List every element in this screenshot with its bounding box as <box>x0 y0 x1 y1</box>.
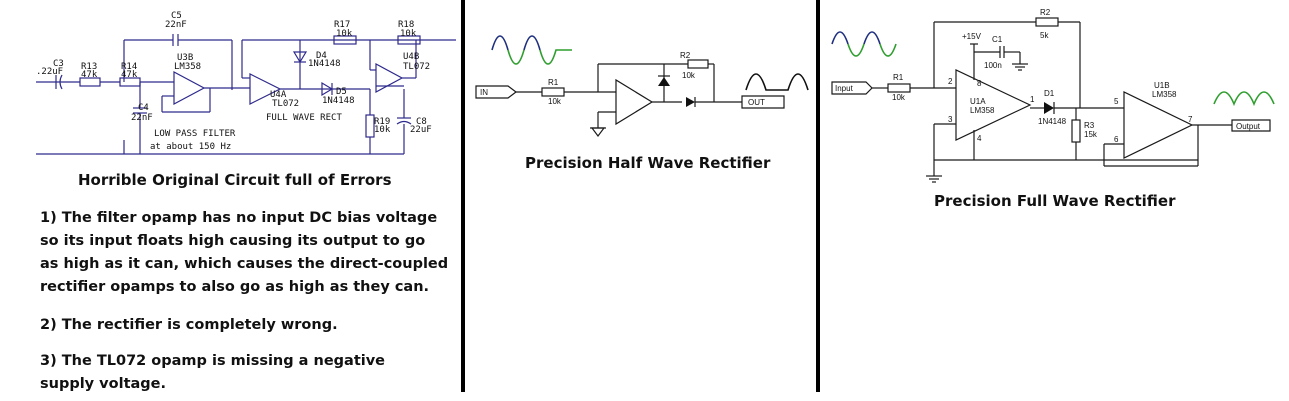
label-input: Input <box>835 84 854 93</box>
label-r19-value: 10k <box>374 125 391 135</box>
pin-7: 7 <box>1188 115 1193 124</box>
label-r17: R17 <box>334 20 350 30</box>
label-r1-value: 10k <box>548 97 562 106</box>
label-supply: +15V <box>962 32 982 41</box>
label-c1: C1 <box>992 35 1003 44</box>
label-low-pass-filter: LOW PASS FILTER <box>154 129 236 139</box>
opamp-u1a <box>955 69 1032 141</box>
label-u1b-type: LM358 <box>1152 90 1177 99</box>
pin-4: 4 <box>977 134 982 143</box>
pin-6: 6 <box>1114 135 1119 144</box>
label-r13-value: 47k <box>81 70 98 80</box>
label-d5: D5 <box>336 87 347 97</box>
label-d4-type: 1N4148 <box>308 59 341 69</box>
label-r13: R13 <box>81 62 97 72</box>
label-u3b: U3B <box>177 53 193 63</box>
label-r3-fw-value: 15k <box>1084 130 1098 139</box>
label-c5: C5 <box>171 11 182 21</box>
pin-1: 1 <box>1030 95 1035 104</box>
label-c3-value: .22uF <box>36 67 63 77</box>
out-port <box>741 95 785 109</box>
label-r19: R19 <box>374 117 390 127</box>
full-wave-rectifier-schematic: Input <box>831 17 1275 183</box>
label-u1a-type: LM358 <box>970 106 995 115</box>
error-line-1: 1) The filter opamp has no input DC bias… <box>40 210 437 226</box>
label-r1: R1 <box>548 78 559 87</box>
label-output: Output <box>1236 122 1261 131</box>
error-line-5: 2) The rectifier is completely wrong. <box>40 317 338 333</box>
label-r1-fw-value: 10k <box>892 93 906 102</box>
left-panel-title: Horrible Original Circuit full of Errors <box>78 171 392 189</box>
error-line-7: supply voltage. <box>40 376 166 392</box>
label-d4: D4 <box>316 51 327 61</box>
label-c3: C3 <box>53 59 64 69</box>
label-c1-value: 100n <box>984 61 1002 70</box>
label-d5-type: 1N4148 <box>322 96 355 106</box>
label-r1-fw: R1 <box>893 73 904 82</box>
label-u4a: U4A <box>270 90 287 100</box>
input-sine-wave-2 <box>831 31 849 45</box>
label-c4-value: 22nF <box>131 113 153 123</box>
right-panel-title: Precision Full Wave Rectifier <box>934 192 1176 210</box>
opamp-u1b <box>1123 91 1194 159</box>
label-c5-value: 22nF <box>165 20 187 30</box>
label-u1b: U1B <box>1154 81 1170 90</box>
label-r17-value: 10k <box>336 29 353 39</box>
panel-divider-right <box>816 0 820 392</box>
label-out: OUT <box>748 98 765 107</box>
original-circuit-schematic <box>36 34 456 155</box>
label-u4a-type: TL072 <box>272 99 299 109</box>
in-port <box>475 85 517 99</box>
pin-5: 5 <box>1114 97 1119 106</box>
label-c4: C4 <box>138 103 149 113</box>
label-r2: R2 <box>680 51 691 60</box>
label-r14-value: 47k <box>121 70 138 80</box>
label-r3-fw: R3 <box>1084 121 1095 130</box>
label-r2-fw: R2 <box>1040 8 1051 17</box>
pin-3: 3 <box>948 115 953 124</box>
error-line-2: so its input floats high causing its out… <box>40 233 425 249</box>
half-wave-rectifier-schematic: IN OUT <box>475 35 809 137</box>
label-r2-fw-value: 5k <box>1040 31 1049 40</box>
label-u3b-type: LM358 <box>174 62 201 72</box>
label-u1a: U1A <box>970 97 986 106</box>
label-d1-type: 1N4148 <box>1038 117 1067 126</box>
input-port <box>831 81 873 95</box>
label-d1: D1 <box>1044 89 1055 98</box>
label-r2-value: 10k <box>682 71 696 80</box>
pin-2: 2 <box>948 77 953 86</box>
label-in: IN <box>480 88 488 97</box>
label-u4b-type: TL072 <box>403 62 430 72</box>
label-r18: R18 <box>398 20 414 30</box>
label-low-pass-freq: at about 150 Hz <box>150 142 231 152</box>
label-c8: C8 <box>416 117 427 127</box>
error-line-4: rectifier opamps to also go as high as t… <box>40 279 429 295</box>
output-port <box>1231 119 1271 132</box>
middle-panel-title: Precision Half Wave Rectifier <box>525 154 771 172</box>
label-r18-value: 10k <box>400 29 417 39</box>
output-half-wave <box>745 73 809 91</box>
label-r14: R14 <box>121 62 137 72</box>
error-line-3: as high as it can, which causes the dire… <box>40 256 448 272</box>
label-c8-value: 22uF <box>410 125 432 135</box>
label-full-wave-rect: FULL WAVE RECT <box>266 113 342 123</box>
error-line-6: 3) The TL072 opamp is missing a negative <box>40 353 385 369</box>
pin-8: 8 <box>977 79 982 88</box>
label-u4b: U4B <box>403 52 419 62</box>
panel-divider-left <box>461 0 465 392</box>
output-full-wave <box>1213 91 1275 107</box>
input-sine-wave <box>491 35 509 51</box>
